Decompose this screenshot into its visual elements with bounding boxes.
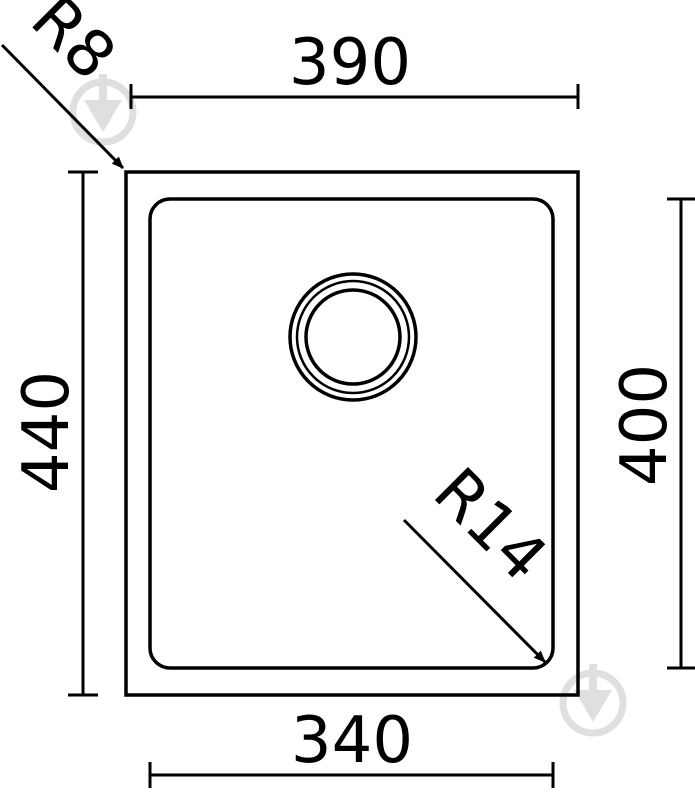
outer-radius-leader <box>0 43 125 170</box>
sink-bowl-outline <box>148 197 555 670</box>
watermark-icon <box>69 74 137 146</box>
inner-radius-leader <box>402 518 547 664</box>
sink-outer-outline <box>124 170 580 697</box>
top-width-label: 390 <box>289 26 411 100</box>
bottom-dimension-line <box>148 762 555 788</box>
left-height-label: 440 <box>10 371 84 493</box>
inner-radius-label: R14 <box>419 454 560 595</box>
right-dimension-line <box>667 197 695 670</box>
left-dimension-line <box>68 170 98 697</box>
right-height-label: 400 <box>608 364 682 486</box>
watermark-icon <box>559 664 627 737</box>
bottom-width-label: 340 <box>291 704 413 778</box>
top-dimension-line <box>129 84 580 109</box>
drain <box>288 272 418 402</box>
